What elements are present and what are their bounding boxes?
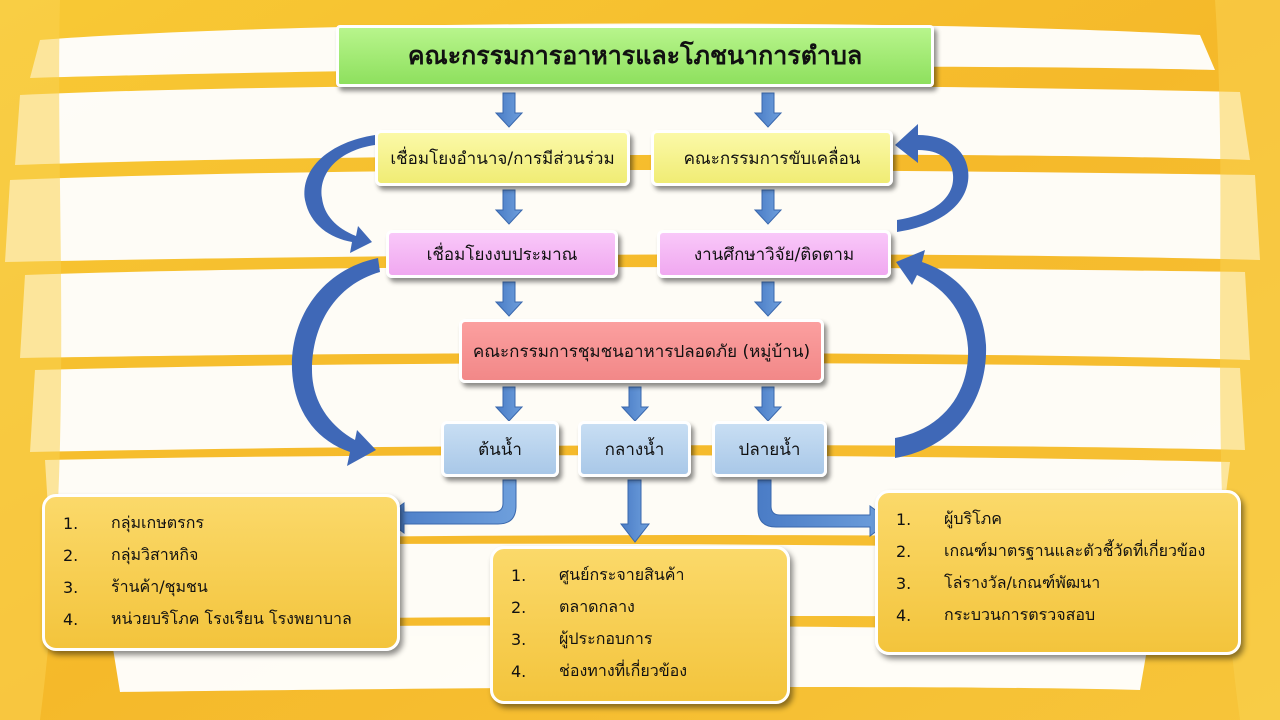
midstream-box: กลางน้ำ	[578, 421, 691, 477]
title-text: คณะกรรมการอาหารและโภชนาการตำบล	[407, 41, 863, 70]
upstream-list-box: 1.กลุ่มเกษตรกร 2.กลุ่มวิสาหกิจ 3.ร้านค้า…	[42, 494, 400, 651]
village-committee-box: คณะกรรมการชุมชนอาหารปลอดภัย (หมู่บ้าน)	[459, 319, 824, 383]
steering-committee-box: คณะกรรมการขับเคลื่อน	[651, 130, 893, 186]
list-item: 2.เกณฑ์มาตรฐานและตัวชี้วัดที่เกี่ยวข้อง	[896, 540, 1206, 561]
downstream-box: ปลายน้ำ	[712, 421, 827, 477]
upstream-box: ต้นน้ำ	[441, 421, 559, 477]
list-item: 3.ร้านค้า/ชุมชน	[63, 576, 208, 597]
title-box: คณะกรรมการอาหารและโภชนาการตำบล	[336, 25, 934, 87]
link-budget-box: เชื่อมโยงงบประมาณ	[386, 230, 618, 278]
list-item: 3.ผู้ประกอบการ	[511, 628, 653, 649]
upstream-label: ต้นน้ำ	[478, 439, 522, 460]
list-item: 3.โล่รางวัล/เกณฑ์พัฒนา	[896, 572, 1101, 593]
list-item: 2.ตลาดกลาง	[511, 596, 635, 617]
list-item: 1.กลุ่มเกษตรกร	[63, 512, 205, 533]
list-item: 4.ช่องทางที่เกี่ยวข้อง	[511, 660, 688, 681]
list-item: 1.ผู้บริโภค	[896, 508, 1002, 529]
list-item: 1.ศูนย์กระจายสินค้า	[511, 564, 685, 585]
village-committee-label: คณะกรรมการชุมชนอาหารปลอดภัย (หมู่บ้าน)	[472, 341, 811, 362]
list-item: 4.กระบวนการตรวจสอบ	[896, 604, 1096, 625]
link-budget-label: เชื่อมโยงงบประมาณ	[426, 244, 578, 265]
research-label: งานศึกษาวิจัย/ติดตาม	[693, 244, 855, 265]
link-power-label: เชื่อมโยงอำนาจ/การมีส่วนร่วม	[390, 148, 615, 169]
midstream-label: กลางน้ำ	[604, 439, 665, 460]
link-power-box: เชื่อมโยงอำนาจ/การมีส่วนร่วม	[375, 130, 630, 186]
steering-committee-label: คณะกรรมการขับเคลื่อน	[683, 148, 861, 169]
list-item: 2.กลุ่มวิสาหกิจ	[63, 544, 199, 565]
downstream-label: ปลายน้ำ	[738, 439, 801, 460]
research-box: งานศึกษาวิจัย/ติดตาม	[657, 230, 891, 278]
downstream-list-box: 1.ผู้บริโภค 2.เกณฑ์มาตรฐานและตัวชี้วัดที…	[875, 490, 1241, 655]
list-item: 4.หน่วยบริโภค โรงเรียน โรงพยาบาล	[63, 608, 352, 629]
midstream-list-box: 1.ศูนย์กระจายสินค้า 2.ตลาดกลาง 3.ผู้ประก…	[490, 546, 790, 704]
